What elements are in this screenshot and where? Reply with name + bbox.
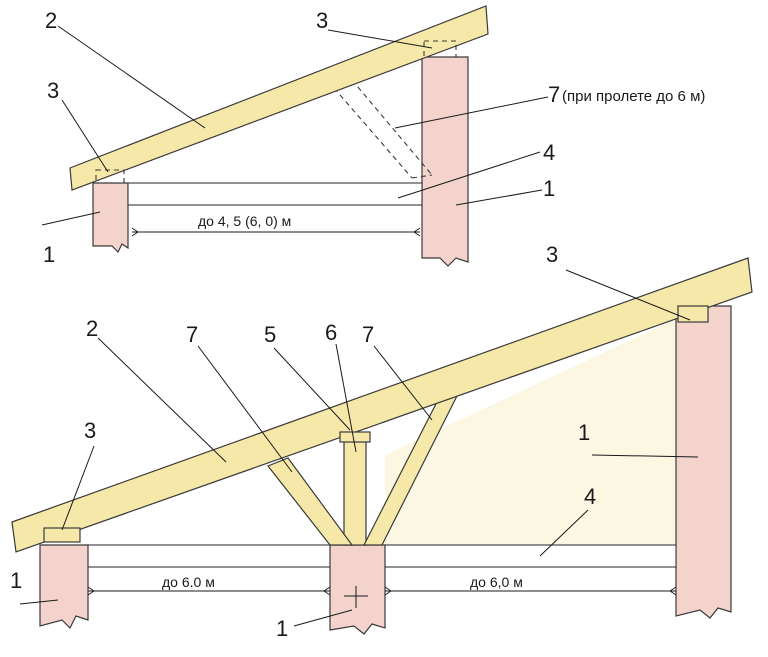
bottom-leader-6 bbox=[335, 343, 357, 453]
top-dimension-line bbox=[131, 227, 421, 237]
bottom-label-7-right: 7 bbox=[362, 322, 374, 347]
bottom-label-2: 2 bbox=[86, 316, 98, 341]
top-strut-dashed bbox=[333, 79, 433, 179]
bottom-leader-4 bbox=[539, 509, 589, 557]
bottom-plate-left bbox=[43, 527, 81, 543]
bottom-leader-3-left bbox=[61, 445, 95, 531]
bottom-leader-7-right bbox=[373, 345, 433, 421]
top-leader-3-left bbox=[61, 99, 109, 173]
bottom-leader-1-left bbox=[19, 599, 59, 605]
bottom-post-cap bbox=[339, 431, 371, 443]
bottom-middle-support bbox=[329, 544, 386, 635]
bottom-leader-1-wall bbox=[591, 454, 699, 458]
bottom-label-1-left: 1 bbox=[10, 568, 22, 593]
top-label-7: 7 bbox=[548, 82, 560, 107]
bottom-dimension-left-line bbox=[87, 586, 331, 596]
bottom-dimension-right-line bbox=[384, 586, 677, 596]
bottom-label-7-left: 7 bbox=[186, 322, 198, 347]
top-leader-1-left bbox=[41, 211, 101, 226]
bottom-left-wall bbox=[39, 544, 89, 630]
top-label-4: 4 bbox=[543, 140, 555, 165]
bottom-diagram: 3 2 7 5 6 7 3 1 4 1 1 до 6.0 м до 6,0 м bbox=[10, 242, 753, 641]
top-leader-2 bbox=[57, 25, 206, 129]
top-right-wall bbox=[421, 56, 469, 267]
bottom-label-1-wall: 1 bbox=[578, 420, 590, 445]
top-rafter bbox=[69, 5, 489, 191]
top-label-1-right: 1 bbox=[543, 176, 555, 201]
bottom-label-6: 6 bbox=[325, 320, 337, 345]
top-leader-7 bbox=[394, 96, 549, 129]
bottom-right-wall bbox=[675, 305, 732, 619]
bottom-dimension-right-text: до 6,0 м bbox=[470, 574, 523, 590]
bottom-leader-7-left bbox=[197, 345, 293, 473]
top-leader-4 bbox=[397, 151, 541, 199]
bottom-left-strut bbox=[267, 457, 354, 546]
bottom-plate-right bbox=[677, 305, 709, 323]
bottom-leader-1-middle bbox=[293, 609, 353, 627]
top-tie-beam bbox=[127, 182, 423, 206]
bottom-label-3-right: 3 bbox=[546, 242, 558, 267]
bottom-leader-3-right bbox=[565, 269, 691, 321]
top-plate-left bbox=[95, 169, 125, 184]
top-label-3-left: 3 bbox=[47, 78, 59, 103]
top-diagram: 2 3 3 7 (при пролете до 6 м) 4 1 1 до 4,… bbox=[41, 5, 705, 267]
bottom-center-cross bbox=[344, 586, 368, 608]
top-label-2: 2 bbox=[45, 8, 57, 33]
bottom-leader-2 bbox=[97, 337, 227, 463]
bottom-fill-area bbox=[385, 318, 678, 545]
top-leader-1-right bbox=[455, 189, 543, 206]
top-dimension-text: до 4, 5 (6, 0) м bbox=[198, 213, 291, 229]
top-leader-3-right bbox=[327, 29, 433, 49]
bottom-label-3-left: 3 bbox=[84, 418, 96, 443]
bottom-dimension-left-text: до 6.0 м bbox=[162, 574, 215, 590]
top-label-7-note: (при пролете до 6 м) bbox=[562, 88, 705, 105]
bottom-label-4: 4 bbox=[584, 484, 596, 509]
top-left-wall bbox=[92, 182, 129, 254]
top-label-3-right: 3 bbox=[316, 8, 328, 33]
bottom-rafter bbox=[11, 257, 753, 553]
bottom-leader-5 bbox=[273, 347, 351, 431]
bottom-label-1-middle: 1 bbox=[276, 616, 288, 641]
bottom-label-5: 5 bbox=[264, 322, 276, 347]
bottom-vertical-post bbox=[343, 439, 367, 546]
top-plate-right bbox=[423, 40, 457, 58]
top-label-1-left: 1 bbox=[43, 242, 55, 267]
